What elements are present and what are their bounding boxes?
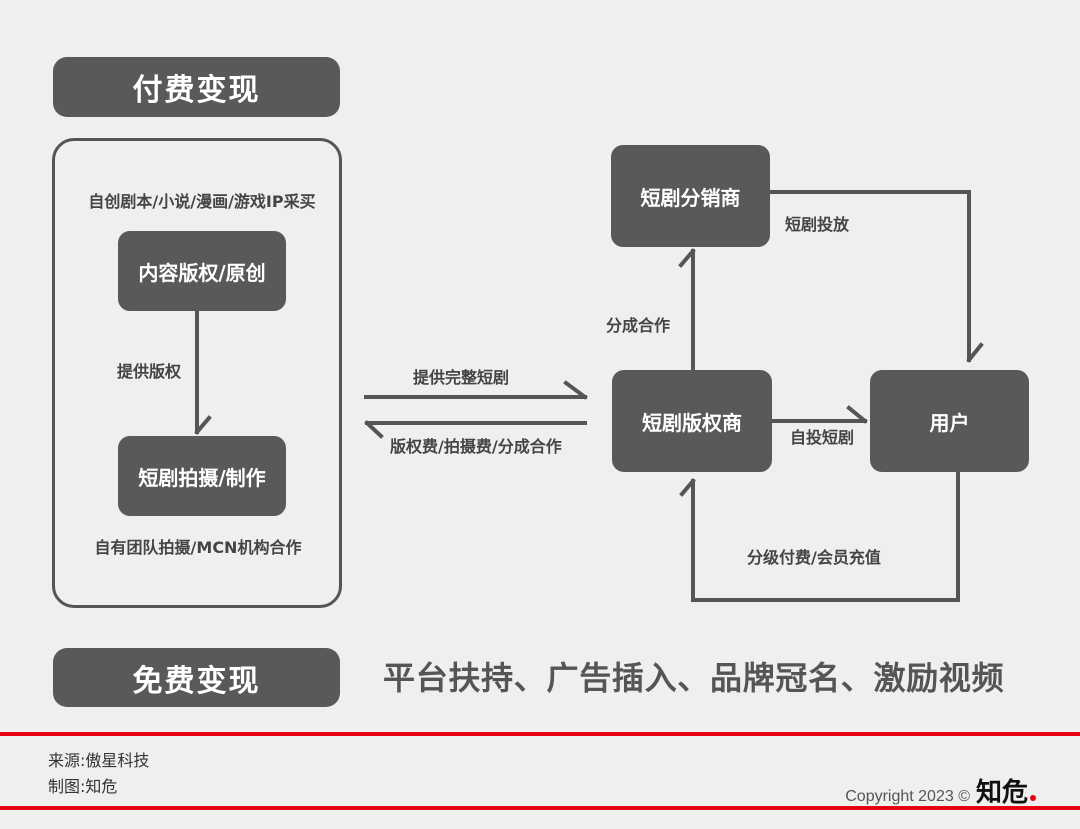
made-by-credit: 制图:知危 [48, 777, 118, 796]
paid-monetization-header: 付费变现 [53, 57, 340, 117]
self-release-label: 自投短剧 [790, 428, 855, 447]
user-box: 用户 [870, 370, 1029, 472]
content-production-panel [52, 138, 342, 608]
copyright-text: Copyright 2023 © [845, 788, 970, 805]
rights-holder-label: 短剧版权商 [642, 410, 742, 435]
arrow-distributor-to-user [768, 190, 984, 363]
distributor-box: 短剧分销商 [611, 145, 770, 247]
user-label: 用户 [929, 410, 970, 435]
paid-monetization-label: 付费变现 [132, 73, 261, 108]
ip-sourcing-note: 自创剧本/小说/漫画/游戏IP采买 [88, 192, 316, 211]
payment-label: 分级付费/会员充值 [747, 548, 881, 567]
arrow-fees-back [364, 420, 587, 439]
content-copyright-label: 内容版权/原创 [138, 260, 266, 285]
brand-dot-icon [1030, 795, 1036, 801]
drama-production-label: 短剧拍摄/制作 [138, 465, 266, 490]
provide-full-drama-label: 提供完整短剧 [413, 368, 510, 387]
arrow-provide-drama [364, 380, 588, 400]
copyright-notice: Copyright 2023 © 知危 [845, 772, 1036, 809]
rights-holder-box: 短剧版权商 [612, 370, 772, 472]
free-monetization-methods: 平台扶持、广告插入、品牌冠名、激励视频 [383, 659, 1005, 697]
revenue-share-label: 分成合作 [606, 316, 671, 335]
brand-logo: 知危 [975, 778, 1028, 808]
footer-bottom-divider [0, 806, 1080, 810]
fees-revenue-share-label: 版权费/拍摄费/分成合作 [390, 437, 562, 456]
drama-production-box: 短剧拍摄/制作 [118, 436, 286, 516]
provide-copyright-label: 提供版权 [117, 362, 182, 381]
production-team-note: 自有团队拍摄/MCN机构合作 [94, 538, 302, 557]
content-copyright-box: 内容版权/原创 [118, 231, 286, 311]
arrow-user-to-rights [679, 470, 960, 602]
arrow-copyright-to-production [194, 309, 212, 435]
source-credit: 来源:傲星科技 [48, 751, 150, 770]
arrow-rights-to-user [770, 405, 868, 424]
distributor-label: 短剧分销商 [640, 185, 741, 210]
free-monetization-header: 免费变现 [53, 648, 340, 707]
free-monetization-label: 免费变现 [132, 663, 261, 699]
distribution-label: 短剧投放 [785, 215, 850, 234]
arrow-rights-to-distributor [678, 248, 696, 372]
footer-top-divider [0, 732, 1080, 736]
